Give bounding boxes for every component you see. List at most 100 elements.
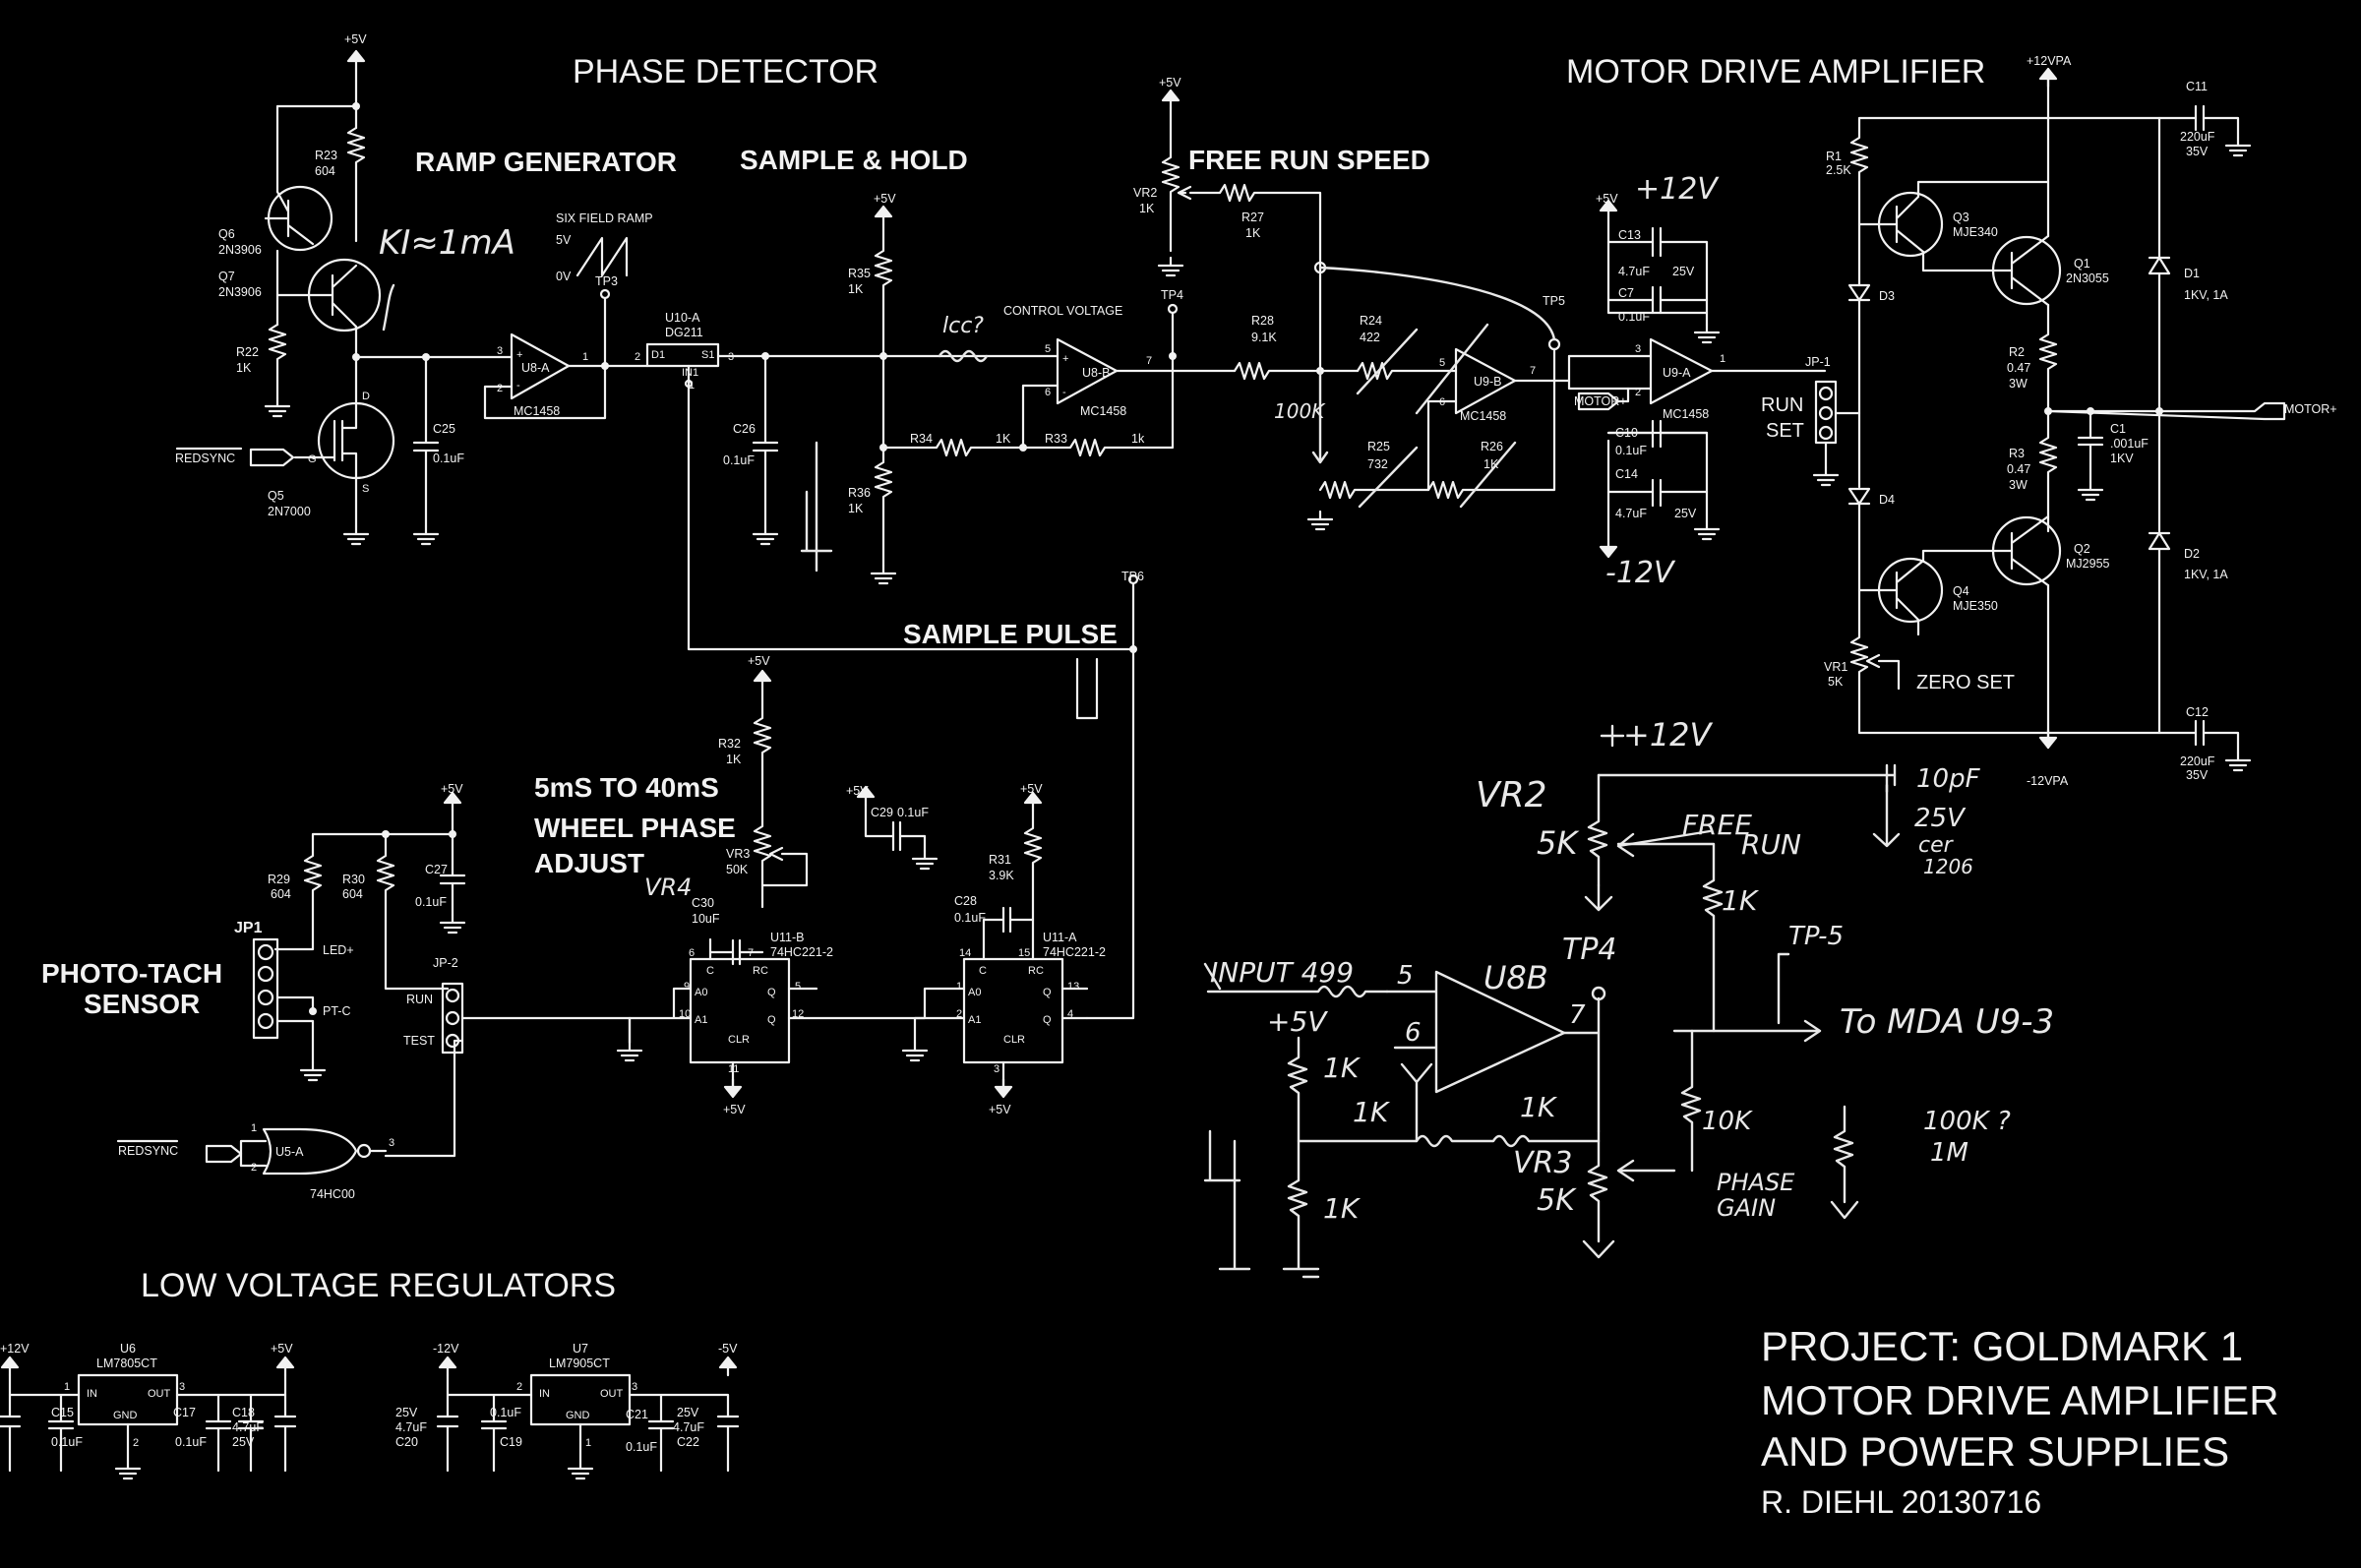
svg-text:+: + — [1062, 353, 1068, 365]
svg-text:+12VPA: +12VPA — [2027, 54, 2072, 68]
title-sample-hold: SAMPLE & HOLD — [740, 145, 968, 175]
svg-text:R2: R2 — [2009, 345, 2025, 359]
svg-text:PT-C: PT-C — [323, 1004, 350, 1018]
ramp-generator-circuit: +5V R23 604 Q6 2N3906 Q7 2N3906 R22 1K D… — [175, 32, 653, 546]
svg-text:JP-1: JP-1 — [1805, 355, 1831, 369]
motor-plus-output: MOTOR+ — [2284, 402, 2337, 416]
svg-text:C26: C26 — [733, 422, 756, 436]
svg-text:35V: 35V — [2186, 768, 2209, 782]
svg-text:+5V: +5V — [723, 1103, 746, 1116]
svg-text:IN: IN — [539, 1388, 550, 1400]
svg-text:R3: R3 — [2009, 447, 2025, 460]
svg-text:2N3055: 2N3055 — [2066, 271, 2109, 285]
svg-text:VR2: VR2 — [1476, 775, 1547, 815]
svg-text:A0: A0 — [968, 987, 981, 998]
svg-text:100K ?: 100K ? — [1923, 1107, 2011, 1136]
svg-text:Q5: Q5 — [268, 489, 284, 503]
svg-text:Q: Q — [767, 987, 776, 998]
svg-text:MC1458: MC1458 — [1080, 404, 1126, 418]
svg-text:0.1uF: 0.1uF — [51, 1435, 83, 1449]
svg-text:4: 4 — [1067, 1008, 1073, 1020]
redsync-label-ramp: REDSYNC — [175, 452, 235, 465]
svg-text:-12V: -12V — [433, 1342, 459, 1356]
svg-text:-5V: -5V — [718, 1342, 738, 1356]
svg-text:C7: C7 — [1618, 286, 1634, 300]
svg-text:U8B: U8B — [1483, 959, 1548, 996]
svg-text:0.1uF: 0.1uF — [415, 895, 447, 909]
title-wheel-phase-1: 5mS TO 40mS — [534, 772, 719, 803]
svg-text:Q: Q — [767, 1014, 776, 1026]
svg-text:220uF: 220uF — [2180, 130, 2215, 144]
svg-text:lcc?: lcc? — [942, 314, 984, 338]
svg-text:RUN: RUN — [1761, 394, 1803, 416]
svg-text:A1: A1 — [968, 1014, 981, 1026]
svg-text:SET: SET — [1766, 420, 1804, 442]
svg-text:C18: C18 — [232, 1406, 255, 1419]
svg-text:R35: R35 — [848, 267, 871, 280]
svg-text:1KV, 1A: 1KV, 1A — [2184, 288, 2228, 302]
svg-text:2N7000: 2N7000 — [268, 505, 311, 518]
svg-text:cer: cer — [1918, 833, 1955, 858]
svg-text:VR4: VR4 — [644, 874, 692, 901]
svg-text:C: C — [979, 965, 987, 977]
svg-text:C15: C15 — [51, 1406, 74, 1419]
svg-text:C14: C14 — [1615, 467, 1638, 481]
svg-text:D1: D1 — [2184, 267, 2200, 280]
svg-text:R31: R31 — [989, 853, 1011, 867]
svg-text:IN1: IN1 — [682, 367, 698, 379]
svg-text:FREE: FREE — [1682, 809, 1752, 841]
svg-text:220uF: 220uF — [2180, 754, 2215, 768]
svg-text:25V: 25V — [1674, 507, 1697, 520]
svg-text:U11-B: U11-B — [770, 931, 805, 944]
svg-text:2: 2 — [956, 1008, 962, 1020]
svg-text:GAIN: GAIN — [1717, 1194, 1776, 1222]
svg-text:C25: C25 — [433, 422, 455, 436]
svg-text:C22: C22 — [677, 1435, 699, 1449]
svg-text:9.1K: 9.1K — [1251, 331, 1277, 344]
svg-text:MJE340: MJE340 — [1953, 225, 1998, 239]
svg-text:VR3: VR3 — [1513, 1146, 1572, 1180]
svg-text:C28: C28 — [954, 894, 977, 908]
svg-text:VR3: VR3 — [726, 847, 750, 861]
svg-text:IN: IN — [87, 1388, 97, 1400]
svg-text:LED+: LED+ — [323, 943, 354, 957]
svg-text:R33: R33 — [1045, 432, 1067, 446]
svg-text:2: 2 — [516, 1381, 522, 1393]
svg-text:Q: Q — [1043, 1014, 1052, 1026]
svg-text:14: 14 — [959, 947, 971, 959]
svg-text:Q6: Q6 — [218, 227, 235, 241]
svg-text:RC: RC — [1028, 965, 1044, 977]
svg-text:1K: 1K — [996, 432, 1011, 446]
svg-text:5K: 5K — [1537, 1183, 1577, 1218]
svg-text:+5V: +5V — [846, 784, 869, 798]
svg-text:CONTROL VOLTAGE: CONTROL VOLTAGE — [1003, 304, 1122, 318]
svg-text:1K: 1K — [1722, 884, 1760, 917]
svg-text:3W: 3W — [2009, 377, 2028, 391]
svg-text:1: 1 — [956, 981, 962, 993]
svg-text:R32: R32 — [718, 737, 741, 751]
redsync-label-nand: REDSYNC — [118, 1144, 178, 1158]
svg-text:-: - — [1062, 387, 1066, 398]
svg-text:D: D — [362, 391, 370, 402]
svg-text:6: 6 — [1045, 387, 1051, 398]
svg-text:D4: D4 — [1879, 493, 1895, 507]
svg-text:3: 3 — [389, 1137, 394, 1149]
svg-text:4.7uF: 4.7uF — [673, 1420, 704, 1434]
photo-tach-circuit: +5V R29 604 R30 604 C27 0.1uF JP1 LED+ P… — [116, 782, 632, 1201]
svg-text:0.47: 0.47 — [2007, 462, 2030, 476]
svg-text:1M: 1M — [1930, 1138, 1968, 1168]
svg-text:R1: R1 — [1826, 150, 1842, 163]
svg-text:A1: A1 — [695, 1014, 707, 1026]
svg-text:INPUT 499: INPUT 499 — [1210, 956, 1354, 989]
svg-text:1: 1 — [251, 1122, 257, 1134]
svg-text:ZERO SET: ZERO SET — [1916, 672, 2015, 694]
svg-text:+5V: +5V — [1267, 1005, 1328, 1038]
svg-text:0.1uF: 0.1uF — [897, 806, 929, 819]
svg-text:C10: C10 — [1615, 426, 1638, 440]
svg-text:1: 1 — [585, 1437, 591, 1449]
svg-text:4.7uF: 4.7uF — [1615, 507, 1647, 520]
svg-text:6: 6 — [1405, 1018, 1422, 1048]
svg-text:Q7: Q7 — [218, 270, 235, 283]
svg-text:6: 6 — [689, 947, 695, 959]
